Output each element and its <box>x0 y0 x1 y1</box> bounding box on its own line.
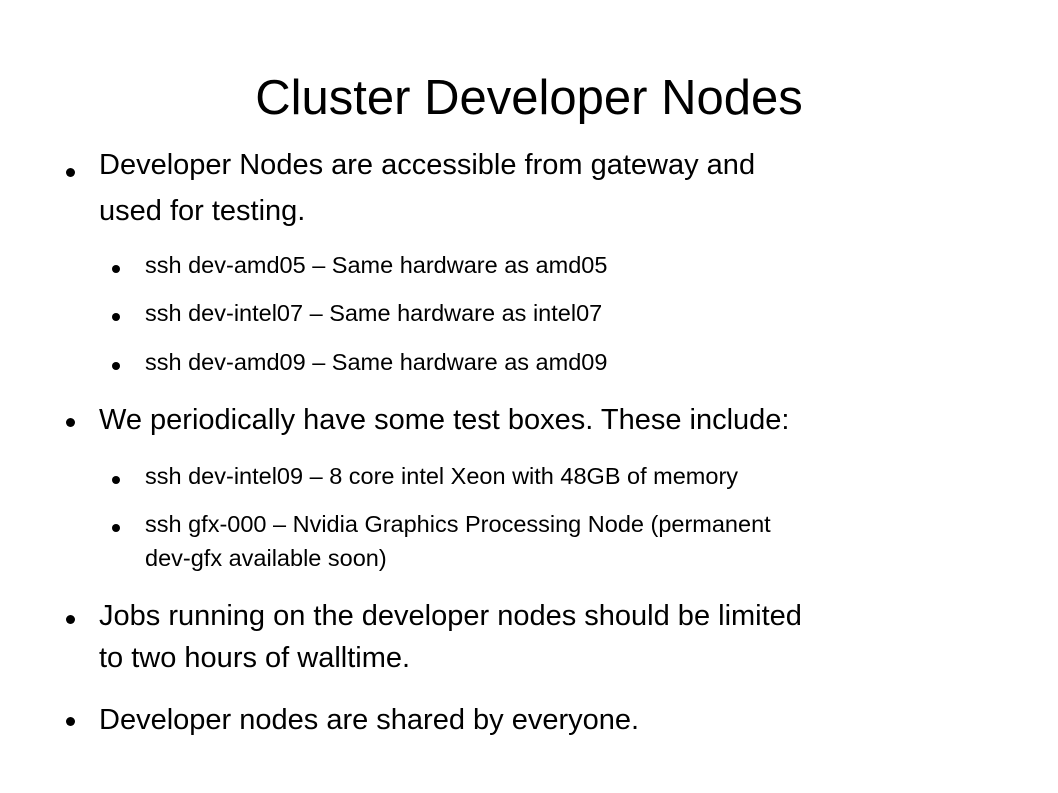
sub-bullet-2-2-cont: dev-gfx available soon) <box>145 545 387 571</box>
sub-bullet-2-1: ssh dev-intel09 – 8 core intel Xeon with… <box>145 463 739 489</box>
sub-bullet-2-2: ssh gfx-000 – Nvidia Graphics Processing… <box>145 511 771 537</box>
bullet-dot <box>66 418 75 427</box>
sub-bullet-1-3: ssh dev-amd09 – Same hardware as amd09 <box>145 349 608 375</box>
bullet-3-line-1: Jobs running on the developer nodes shou… <box>99 600 802 632</box>
bullet-dot <box>66 717 75 726</box>
slide-title: Cluster Developer Nodes <box>255 71 803 125</box>
sub-bullet-dot <box>112 362 120 370</box>
sub-bullet-1-1: ssh dev-amd05 – Same hardware as amd05 <box>145 252 608 278</box>
bullet-1-line-2: used for testing. <box>99 195 306 227</box>
bullet-4-line-1: Developer nodes are shared by everyone. <box>99 704 640 736</box>
bullet-1-line-1: Developer Nodes are accessible from gate… <box>99 149 756 181</box>
sub-bullet-dot <box>112 265 120 273</box>
bullet-3-line-2: to two hours of walltime. <box>99 642 411 674</box>
sub-bullet-dot <box>112 313 120 321</box>
bullet-2-line-1: We periodically have some test boxes. Th… <box>99 404 790 436</box>
sub-bullet-dot <box>112 524 120 532</box>
bullet-dot <box>66 615 75 624</box>
sub-bullet-dot <box>112 476 120 484</box>
bullet-dot <box>66 168 75 177</box>
sub-bullet-1-2: ssh dev-intel07 – Same hardware as intel… <box>145 300 603 326</box>
